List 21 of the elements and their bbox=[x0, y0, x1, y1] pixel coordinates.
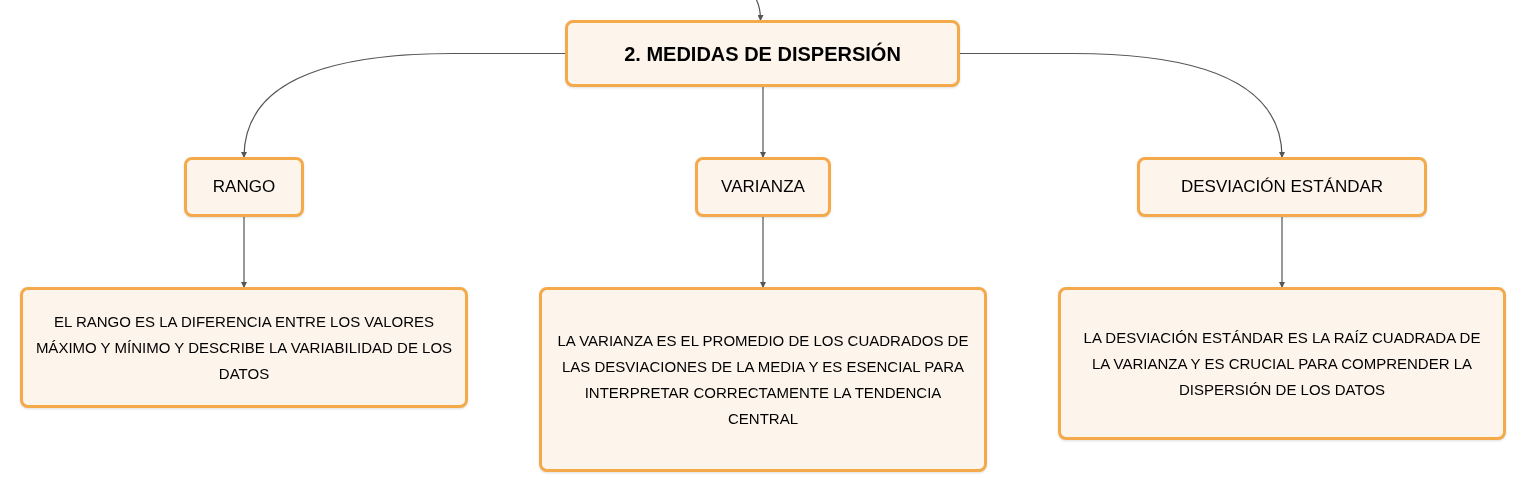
node-text: 2. MEDIDAS DE DISPERSIÓN bbox=[624, 41, 901, 67]
description-box bbox=[1058, 287, 1506, 440]
description-box bbox=[20, 287, 468, 408]
node-text: DESVIACIÓN ESTÁNDAR bbox=[1180, 176, 1384, 199]
arrow bbox=[760, 86, 766, 158]
node-text: RANGO bbox=[212, 176, 276, 199]
arrow bbox=[1279, 216, 1285, 288]
arrow bbox=[760, 216, 766, 288]
title-box bbox=[565, 20, 960, 87]
topic-box bbox=[184, 157, 304, 217]
arrow bbox=[959, 52, 1285, 158]
topic-box bbox=[1137, 157, 1427, 217]
topic-box bbox=[695, 157, 831, 217]
node-text: EL RANGO ES LA DIFERENCIA ENTRE LOS VALORES MÁXIMO Y MÍNIMO Y DESCRIBE LA VARIABILIDAD DE LOS DATOS bbox=[35, 311, 453, 384]
node-text: LA VARIANZA ES EL PROMEDIO DE LOS CUADRADOS DE LAS DESVIACIONES DE LA MEDIA Y ES ESENCIAL PARA INTERPRETAR CORRECTAMENTE LA TENDENCIA CENTRAL bbox=[556, 330, 970, 429]
description-box bbox=[539, 287, 987, 472]
node-text: LA DESVIACIÓN ESTÁNDAR ES LA RAÍZ CUADRADA DE LA VARIANZA Y ES CRUCIAL PARA COMPRENDER LA DISPERSIÓN DE LOS DATOS bbox=[1082, 327, 1482, 400]
arrow bbox=[755, 0, 764, 21]
arrow bbox=[241, 216, 247, 288]
node-text: VARIANZA bbox=[721, 176, 805, 199]
arrow bbox=[241, 52, 566, 158]
